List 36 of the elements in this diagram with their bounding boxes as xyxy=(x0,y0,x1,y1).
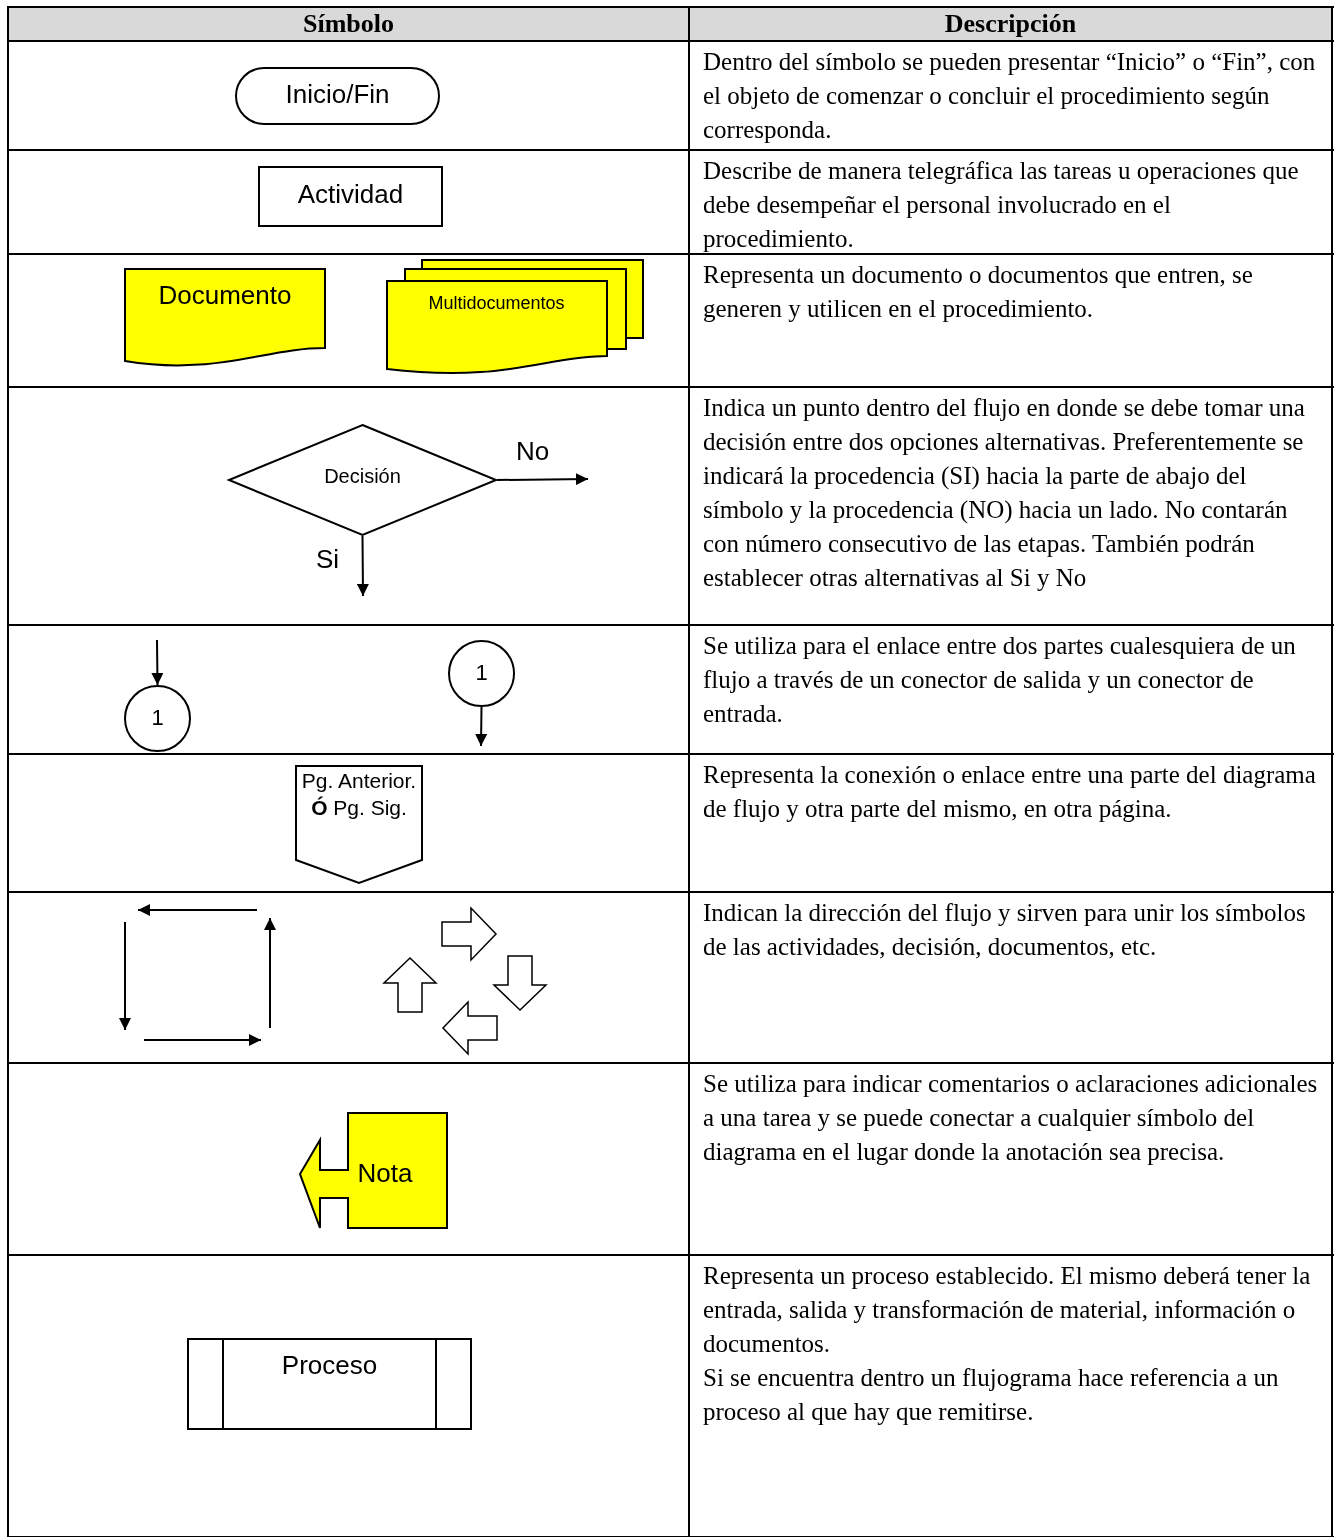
description-text: Representa un documento o documentos que entren, se generen y utilicen en el procedimiento. xyxy=(703,260,1254,324)
connector-circle xyxy=(124,685,191,752)
activity-box xyxy=(258,166,443,227)
arrow xyxy=(496,473,589,486)
symbol-label: Nota xyxy=(356,1158,414,1188)
symbol-label: Inicio/Fin xyxy=(284,79,391,109)
arrow xyxy=(475,706,488,747)
column-header: Descripción xyxy=(690,8,1331,40)
note-shape xyxy=(299,1112,448,1229)
symbol-label: Documento xyxy=(157,280,293,310)
column-header: Símbolo xyxy=(9,8,688,40)
description-text: Si se encuentra dentro un flujograma hace referencia a un proceso al que hay que remitirse. xyxy=(703,1363,1280,1427)
description-text: Se utiliza para indicar comentarios o aclaraciones adicionales a una tarea y se puede conectar a cualquier símbolo del diagrama en el lugar donde la anotación sea precisa. xyxy=(703,1069,1319,1167)
symbol-label: Actividad xyxy=(296,179,405,209)
description-text: Se utiliza para el enlace entre dos partes cualesquiera de un flujo a través de un conector de salida y un conector de entrada. xyxy=(703,631,1297,729)
description-text: Representa un proceso establecido. El mismo deberá tener la entrada, salida y transformación de material, información o documentos. xyxy=(703,1261,1312,1359)
symbol-label: Decisión xyxy=(323,464,402,488)
process-box xyxy=(187,1338,472,1430)
symbol-label: Multidocumentos xyxy=(427,292,566,314)
off-page-connector xyxy=(295,765,423,884)
description-text: Dentro del símbolo se pueden presentar “Inicio” o “Fin”, con el objeto de comenzar o concluir el procedimiento según corresponda. xyxy=(703,47,1317,145)
arrow xyxy=(151,639,164,686)
arrow xyxy=(356,535,369,597)
description-text: Describe de manera telegráfica las tareas u operaciones que debe desempeñar el personal involucrado en el procedimiento. xyxy=(703,156,1300,254)
decision-diamond xyxy=(228,424,497,536)
symbol-label: 1 xyxy=(150,705,165,731)
document-shape xyxy=(124,268,326,368)
description-text: Indican la dirección del flujo y sirven para unir los símbolos de las actividades, decisión, documentos, etc. xyxy=(703,898,1307,962)
description-text: Indica un punto dentro del flujo en donde se debe tomar una decisión entre dos opciones alternativas. Preferentemente se indicará la procedencia (SI) hacia la parte de abajo del símbolo y la procedencia (NO) hacia un lado. No contarán con número consecutivo de las etapas. También podrán establecer otras alternativas al Si y No xyxy=(703,393,1306,593)
symbol-label: Pg. Anterior. Ó Pg. Sig. xyxy=(300,768,418,821)
symbol-label: Proceso xyxy=(280,1350,379,1380)
terminal-shape xyxy=(235,67,440,125)
symbol-label: 1 xyxy=(474,660,489,686)
connector-circle xyxy=(448,640,515,707)
multi-document-shape xyxy=(386,259,644,377)
description-text: Representa la conexión o enlace entre una parte del diagrama de flujo y otra parte del mismo, en otra página. xyxy=(703,760,1317,824)
